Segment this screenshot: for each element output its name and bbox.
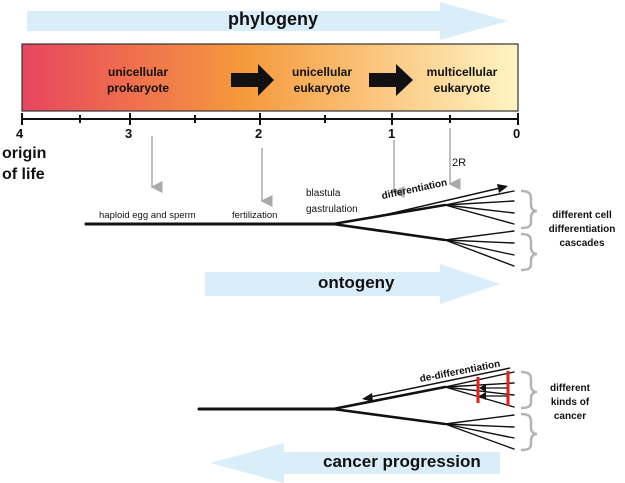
stage-prokaryote-line1: unicellular bbox=[107, 65, 169, 79]
cancer-progression-label: cancer progression bbox=[323, 452, 481, 471]
cancer-marks bbox=[476, 371, 510, 406]
ontogeny-tree bbox=[84, 190, 515, 267]
event-2r-label: 2R bbox=[452, 157, 467, 169]
stage-meuk-line2: eukaryote bbox=[433, 81, 491, 95]
cascades-line2: differentiation bbox=[548, 224, 616, 235]
kinds-line2: kinds of bbox=[550, 397, 590, 408]
stage-unicellular-eukaryote: unicellular eukaryote bbox=[274, 64, 370, 96]
stage-multicellular-eukaryote: multicellular eukaryote bbox=[412, 64, 512, 96]
blastula-gastrulation-label: blastula gastrulation bbox=[306, 186, 358, 218]
stage-prokaryote: unicellular prokaryote bbox=[88, 64, 188, 96]
cancer-small-arrows bbox=[479, 384, 507, 400]
ontogeny-label: ontogeny bbox=[318, 273, 395, 292]
tick-label-2: 2 bbox=[255, 126, 263, 141]
phylogeny-arrow bbox=[27, 2, 508, 40]
stage-ueuk-line1: unicellular bbox=[291, 65, 353, 79]
cascades-line1: different cell bbox=[552, 210, 612, 221]
stage-arrow-1 bbox=[231, 64, 274, 96]
fertilization-label: fertilization bbox=[232, 210, 278, 221]
ontogeny-brackets bbox=[520, 189, 538, 272]
origin-line2: of life bbox=[2, 166, 45, 183]
tick-label-0: 0 bbox=[513, 126, 521, 141]
blastula-label: blastula bbox=[306, 188, 341, 199]
cascades-label: different cell differentiation cascades bbox=[540, 209, 624, 251]
tick-label-3: 3 bbox=[125, 126, 133, 141]
kinds-line3: cancer bbox=[553, 411, 587, 422]
haploid-label: haploid egg and sperm bbox=[99, 210, 196, 221]
ontogeny-arrow bbox=[205, 264, 500, 304]
stage-arrow-2 bbox=[369, 64, 413, 96]
gastrulation-label: gastrulation bbox=[306, 204, 358, 215]
time-axis-ticks bbox=[21, 113, 519, 125]
origin-line1: origin bbox=[2, 145, 47, 162]
tick-label-4: 4 bbox=[16, 126, 24, 141]
phylogeny-label: phylogeny bbox=[228, 9, 319, 29]
cancer-progression-arrow bbox=[210, 443, 500, 483]
event-pointers bbox=[150, 128, 461, 207]
dedifferentiation-arrow bbox=[362, 367, 511, 402]
stage-ueuk-line2: eukaryote bbox=[293, 81, 351, 95]
kinds-line1: different bbox=[550, 383, 590, 394]
tick-label-1: 1 bbox=[388, 126, 396, 141]
origin-of-life: origin of life bbox=[2, 143, 46, 185]
differentiation-arrow bbox=[379, 184, 508, 217]
cascades-line3: cascades bbox=[559, 238, 605, 249]
stage-prokaryote-line2: prokaryote bbox=[106, 81, 170, 95]
stage-meuk-line1: multicellular bbox=[426, 65, 498, 79]
cancer-tree bbox=[197, 371, 515, 450]
kinds-of-cancer-label: different kinds of cancer bbox=[540, 382, 600, 424]
cancer-brackets bbox=[520, 370, 538, 452]
